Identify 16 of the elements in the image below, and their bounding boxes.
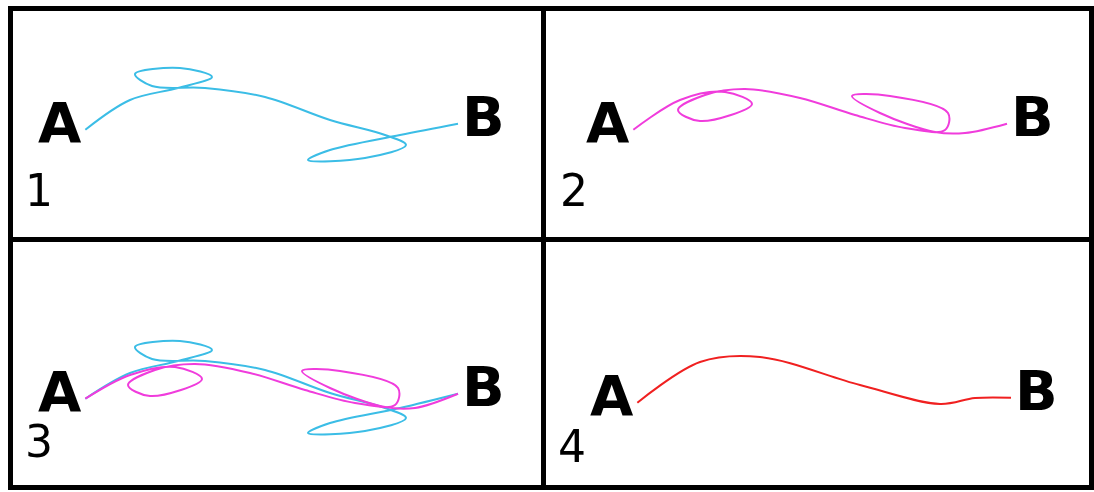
point-label: B xyxy=(1015,363,1058,419)
panel-number: 2 xyxy=(560,169,588,213)
panel-number: 1 xyxy=(25,169,53,213)
point-label: A xyxy=(586,95,630,151)
point-label: A xyxy=(38,364,82,420)
point-label: B xyxy=(462,359,505,415)
point-label: B xyxy=(1011,89,1054,145)
point-label: B xyxy=(462,89,505,145)
point-label: A xyxy=(590,368,634,424)
panel-number: 3 xyxy=(25,420,53,464)
point-label: A xyxy=(38,95,82,151)
curve-line xyxy=(84,66,459,163)
panel-number: 4 xyxy=(558,425,586,469)
curve-line xyxy=(636,354,1012,405)
curve-line xyxy=(84,363,459,410)
curve-line xyxy=(632,88,1008,135)
